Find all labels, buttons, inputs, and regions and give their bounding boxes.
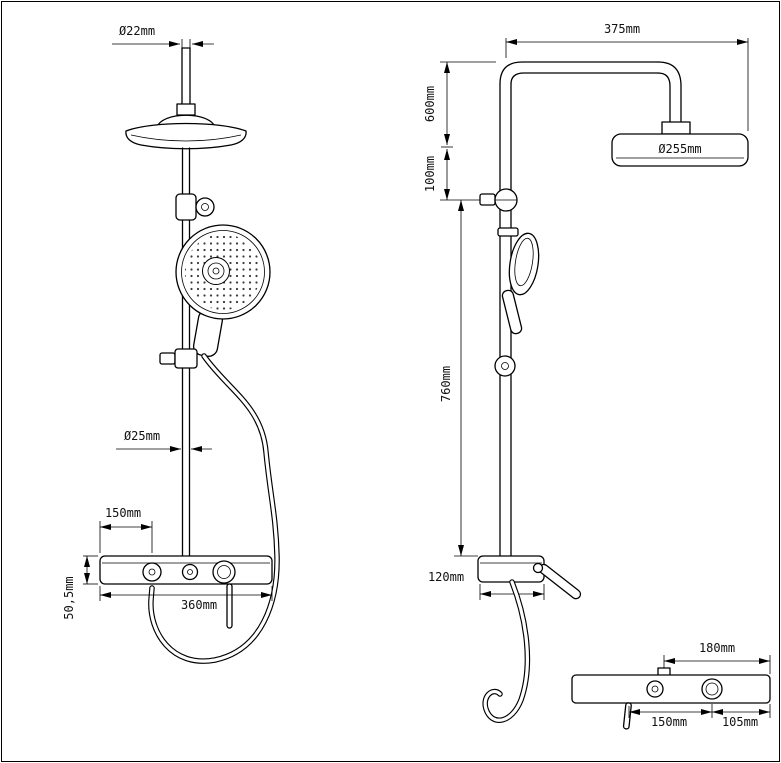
front-view: Ø22mm [62, 24, 280, 664]
mixer-lever-detail [622, 702, 632, 730]
temperature-knob-front [142, 562, 162, 582]
hand-shower-holder-front [175, 193, 215, 221]
flow-knob-front [181, 563, 199, 581]
dim-label-shelf-width: 360mm [181, 598, 217, 612]
dim-detail-bottom-spans: 150mm 105mm [628, 704, 771, 729]
head-nut-side [661, 121, 691, 135]
dim-top-pipe-diameter: Ø22mm [112, 24, 214, 52]
diverter-knob-front [212, 560, 236, 584]
dim-shelf-width: 360mm [99, 586, 273, 612]
detail-knob-left [646, 680, 664, 698]
shower-hose-front [148, 353, 280, 664]
mixer-lever-front [226, 583, 233, 629]
shower-head-side: Ø255mm [611, 133, 749, 167]
dim-label-valve-offset: 150mm [105, 506, 141, 520]
shelf-side [477, 555, 582, 600]
dim-label-rail-length: 760mm [439, 366, 453, 402]
rail-slider-side [494, 355, 516, 377]
dim-label-detail-top-span: 180mm [699, 641, 735, 655]
top-pipe-front [181, 47, 191, 106]
head-nut-front [176, 103, 196, 116]
hand-shower-side [497, 227, 540, 335]
diverter-side [479, 188, 518, 212]
hand-shower-handle-side [501, 289, 523, 335]
dim-label-rail-diameter: Ø25mm [124, 429, 160, 443]
riser-pipe-side [499, 61, 682, 557]
dim-label-pipe-diameter: Ø22mm [119, 24, 155, 38]
dim-shelf-height: 50,5mm [62, 555, 98, 620]
dim-label-head-drop: 100mm [423, 156, 437, 192]
dim-label-detail-right-span: 105mm [722, 715, 758, 729]
dim-arm-reach: 375mm [505, 22, 749, 131]
rail-slider-front [159, 348, 198, 369]
mixer-detail-view: 180mm 150mm 105mm [571, 641, 771, 730]
dim-label-upper-segment: 600mm [423, 86, 437, 122]
side-view: Ø255mm 375mm 600mm 100mm 760mm [423, 22, 749, 723]
dim-label-shelf-depth: 120mm [428, 570, 464, 584]
dim-rail-length: 760mm [439, 200, 478, 557]
shelf-mixer-front [99, 555, 273, 629]
shower-head-cap-front [156, 114, 216, 129]
dim-label-head-diameter: Ø255mm [658, 142, 701, 156]
dim-label-detail-left-span: 150mm [651, 715, 687, 729]
detail-knob-right [701, 678, 723, 700]
hand-shower-front [175, 224, 271, 357]
shower-head-front [125, 122, 247, 150]
mixer-bar-detail [571, 674, 771, 704]
dim-valve-offset: 150mm [99, 506, 153, 553]
shower-hose-side [482, 579, 531, 723]
dim-label-arm-reach: 375mm [604, 22, 640, 36]
dim-upper-heights: 600mm 100mm [423, 61, 496, 201]
dim-label-shelf-height: 50,5mm [62, 576, 76, 619]
dim-detail-top-span: 180mm [663, 641, 771, 674]
dim-rail-diameter: Ø25mm [116, 429, 212, 452]
dim-shelf-depth: 120mm [428, 570, 545, 600]
